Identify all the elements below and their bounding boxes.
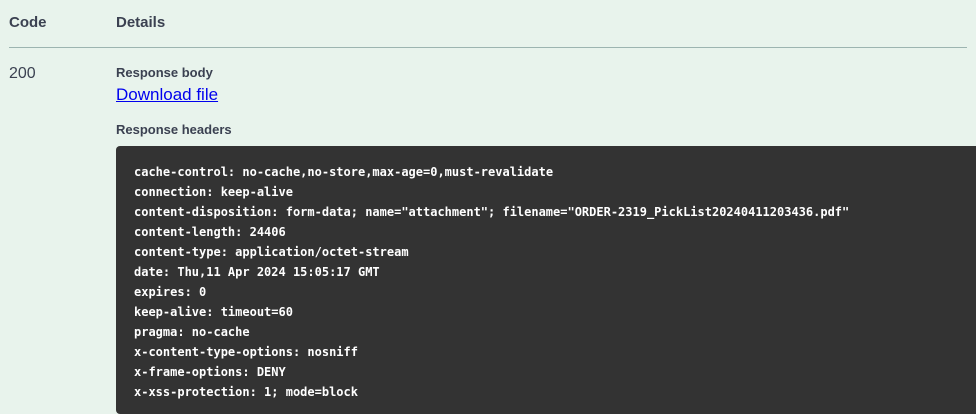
response-header-line: content-type: application/octet-stream <box>134 242 968 262</box>
response-headers-label: Response headers <box>116 122 232 137</box>
response-header-value: keep-alive <box>213 185 293 199</box>
response-header-line: connection: keep-alive <box>134 182 968 202</box>
header-divider <box>9 47 967 48</box>
response-header-line: content-length: 24406 <box>134 222 968 242</box>
response-header-value: application/octet-stream <box>227 245 409 259</box>
column-header-details: Details <box>116 14 166 31</box>
response-header-key: x-xss-protection: <box>134 385 257 399</box>
response-header-line: date: Thu,11 Apr 2024 15:05:17 GMT <box>134 262 968 282</box>
download-file-link[interactable]: Download file <box>116 85 219 104</box>
response-header-line: content-disposition: form-data; name="at… <box>134 202 968 222</box>
response-details-cell: Response body Download file Response hea… <box>108 64 976 414</box>
response-header-value: no-cache <box>184 325 250 339</box>
response-header-key: content-disposition: <box>134 205 279 219</box>
response-header-key: x-content-type-options: <box>134 345 301 359</box>
response-body-label: Response body <box>116 65 213 80</box>
response-header-key: expires: <box>134 285 192 299</box>
response-header-key: content-type: <box>134 245 228 259</box>
response-header-value: 0 <box>191 285 207 299</box>
response-header-key: date: <box>134 265 171 279</box>
response-header-value: 24406 <box>242 225 286 239</box>
response-header-line: x-xss-protection: 1; mode=block <box>134 382 968 402</box>
response-header-line: cache-control: no-cache,no-store,max-age… <box>134 162 968 182</box>
response-headers-block: cache-control: no-cache,no-store,max-age… <box>116 146 976 414</box>
response-header-value: 1; mode=block <box>256 385 358 399</box>
response-header-value: DENY <box>249 365 286 379</box>
response-header-line: pragma: no-cache <box>134 322 968 342</box>
responses-table-header-row: Code Details <box>0 0 976 33</box>
column-header-code: Code <box>9 14 47 31</box>
response-header-key: pragma: <box>134 325 185 339</box>
response-header-value: nosniff <box>300 345 358 359</box>
response-header-key: connection: <box>134 185 214 199</box>
response-header-key: cache-control: <box>134 165 236 179</box>
response-row: 200 Response body Download file Response… <box>0 48 976 414</box>
column-header-code-cell: Code <box>0 13 108 33</box>
column-header-details-cell: Details <box>108 13 976 33</box>
response-header-value: timeout=60 <box>213 305 293 319</box>
response-header-value: form-data; name="attachment"; filename="… <box>278 205 850 219</box>
response-header-key: keep-alive: <box>134 305 214 319</box>
response-header-key: content-length: <box>134 225 243 239</box>
response-header-line: keep-alive: timeout=60 <box>134 302 968 322</box>
response-header-key: x-frame-options: <box>134 365 250 379</box>
response-header-line: expires: 0 <box>134 282 968 302</box>
response-header-line: x-content-type-options: nosniff <box>134 342 968 362</box>
response-header-value: Thu,11 Apr 2024 15:05:17 GMT <box>170 265 380 279</box>
response-header-value: no-cache,no-store,max-age=0,must-revalid… <box>235 165 554 179</box>
response-header-line: x-frame-options: DENY <box>134 362 968 382</box>
status-code: 200 <box>9 65 36 82</box>
response-code-cell: 200 <box>0 64 108 84</box>
